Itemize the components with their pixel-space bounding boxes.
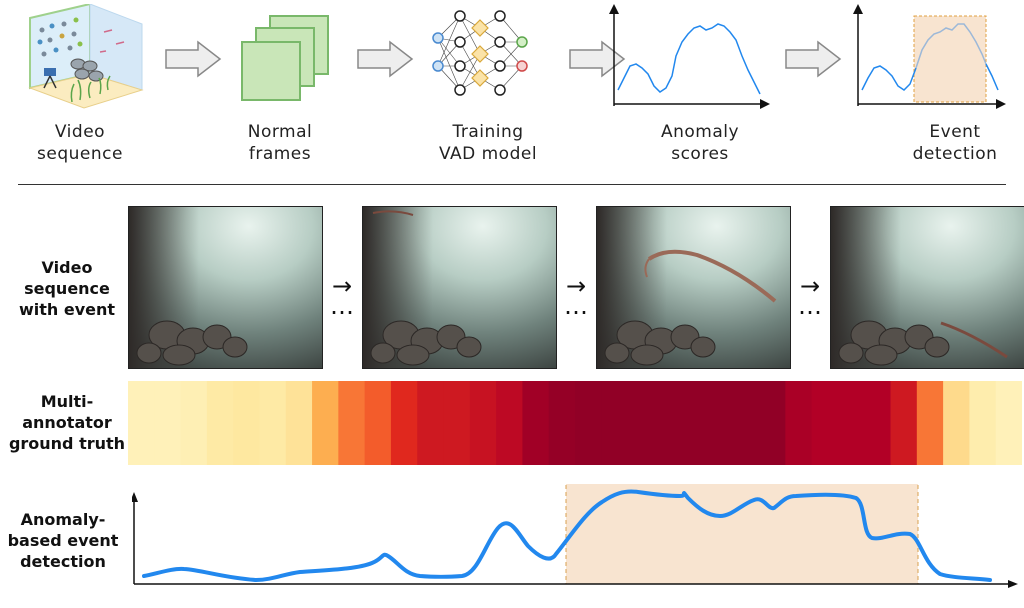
detection-chart (132, 484, 1018, 588)
video-sequence-illustration (28, 4, 144, 109)
sequence-separator: → … (330, 272, 354, 320)
step-label-event-detection: Event detection (912, 122, 998, 164)
heatmap-cell (417, 381, 445, 465)
fish-event (647, 249, 777, 303)
heatmap-cell (653, 381, 681, 465)
heatmap-cell (522, 381, 550, 465)
step-label-anomaly-scores: Anomaly scores (660, 122, 740, 164)
heatmap-cell (916, 381, 944, 465)
heatmap-cell (785, 381, 813, 465)
video-frame-2 (362, 206, 557, 369)
step-label-training-vad-model: Training VAD model (438, 122, 538, 164)
heatmap-cell (627, 381, 655, 465)
heatmap-cell (575, 381, 602, 465)
heatmap-cell (469, 381, 497, 465)
pipeline-arrow (165, 40, 222, 78)
anomaly-scores-mini-chart (609, 4, 770, 109)
video-frame-4 (830, 206, 1024, 369)
detection-band (913, 15, 987, 103)
ground-truth-heatmap (128, 381, 1022, 465)
heatmap-cell (890, 381, 918, 465)
heatmap-cell (154, 381, 182, 465)
anomaly-score-line (617, 23, 761, 95)
pipeline-arrow (357, 40, 414, 78)
section-divider (18, 184, 1006, 185)
heatmap-cell (128, 381, 155, 465)
heatmap-cell (312, 381, 339, 465)
heatmap-cell (732, 381, 760, 465)
heatmap-cell (601, 381, 629, 465)
heatmap-cell (443, 381, 471, 465)
heatmap-cell (811, 381, 839, 465)
heatmap-cell (233, 381, 261, 465)
normal-frames-icon (241, 15, 329, 101)
sequence-separator: → … (564, 272, 588, 320)
heatmap-cell (285, 381, 313, 465)
heatmap-cell (759, 381, 786, 465)
anomaly-score-curve (142, 489, 992, 583)
heatmap-cell (364, 381, 392, 465)
heatmap-cell (837, 381, 865, 465)
row-label-detection: Anomaly- based event detection (7, 510, 119, 571)
heatmap-cell (969, 381, 997, 465)
pipeline-arrow (569, 40, 626, 78)
heatmap-cell (548, 381, 576, 465)
step-label-normal-frames: Normal frames (247, 122, 313, 164)
step-label-video-sequence: Video sequence (37, 122, 123, 164)
heatmap-cell (259, 381, 287, 465)
heatmap-cell (496, 381, 524, 465)
detection-band (565, 484, 919, 585)
heatmap-cell (995, 381, 1022, 465)
heatmap-cell (706, 381, 734, 465)
event-detection-mini-chart (853, 4, 1006, 109)
heatmap-cell (390, 381, 418, 465)
neural-network-icon (432, 10, 528, 96)
heatmap-cell (338, 381, 366, 465)
video-frame-1 (128, 206, 323, 369)
row-label-video: Video sequence with event (18, 258, 116, 319)
heatmap-cell (943, 381, 971, 465)
heatmap-cell (206, 381, 234, 465)
pipeline-arrow (785, 40, 842, 78)
row-label-ground-truth: Multi- annotator ground truth (8, 392, 126, 453)
video-frame-3 (596, 206, 791, 369)
heatmap-cell (680, 381, 708, 465)
heatmap-cell (864, 381, 892, 465)
heatmap-cell (180, 381, 208, 465)
sequence-separator: → … (798, 272, 822, 320)
